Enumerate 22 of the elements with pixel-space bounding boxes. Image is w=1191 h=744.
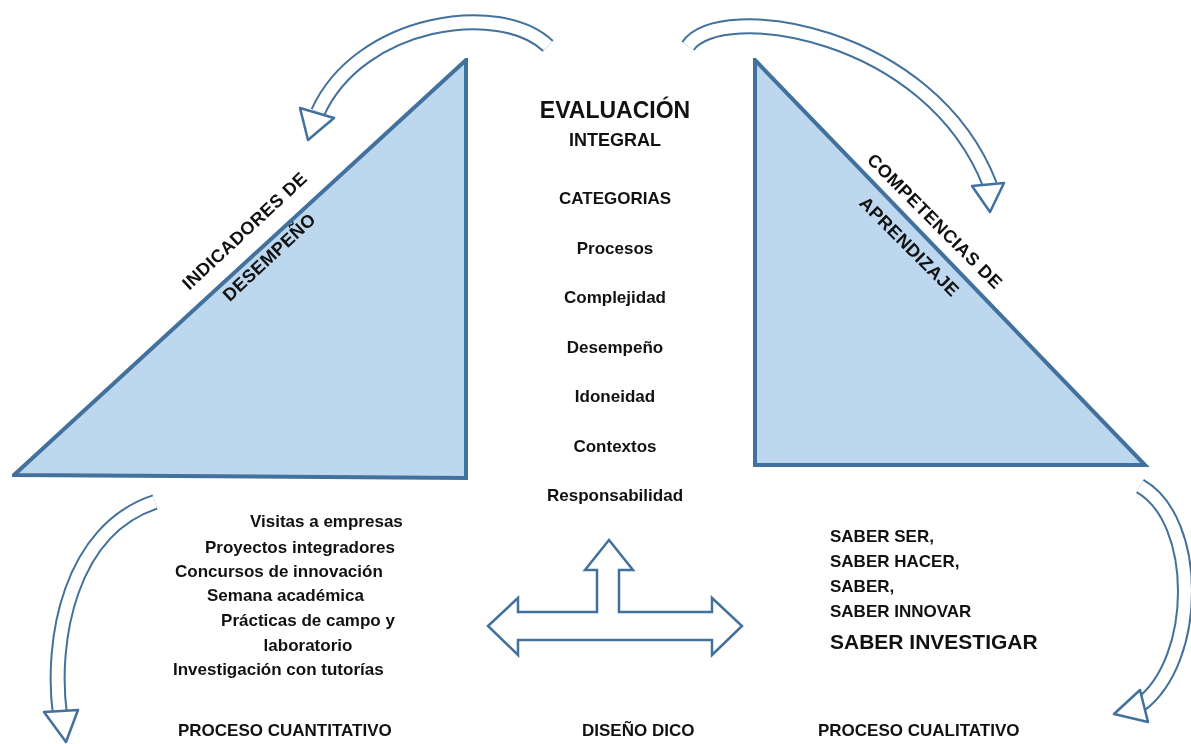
label-text: CATEGORIAS [557,188,673,210]
label-text: SABER INVESTIGAR [830,631,1038,653]
label-text: PROCESO CUALITATIVO [818,720,1020,742]
label-text: Concursos de innovación [175,561,383,583]
label-text: INTEGRAL [568,129,662,151]
label-text: Desempeño [565,337,665,359]
label-text: Visitas a empresas [250,511,403,533]
label-text: Responsabilidad [546,485,684,507]
label-text: Prácticas de campo y laboratorio [220,610,396,657]
label-text: DISEÑO DICO [582,720,695,742]
label-text: SABER INNOVAR [830,601,972,623]
label-text: SABER SER, [830,526,934,548]
label-text: Idoneidad [573,386,657,408]
label-text: Semana académica [207,585,364,607]
label-text: Complejidad [563,287,667,309]
label-text: SABER HACER, [830,551,960,573]
label-text: Contextos [572,436,658,458]
label-text: Procesos [575,238,655,260]
label-text: Investigación con tutorías [173,659,384,681]
label-text: Proyectos integradores [205,537,395,559]
label-text: PROCESO CUANTITATIVO [178,720,392,742]
label-text: SABER, [830,576,895,598]
